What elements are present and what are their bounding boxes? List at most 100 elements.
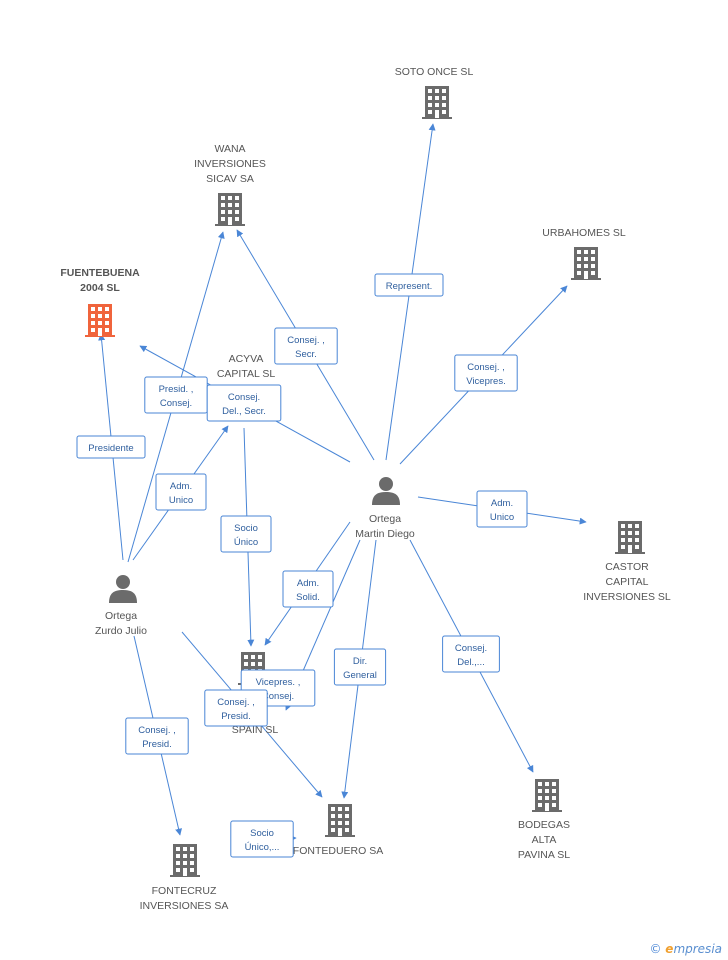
edge-label-e15[interactable]: Consej. , Presid. — [125, 717, 189, 755]
edge-label-box — [442, 635, 500, 673]
edge-label-e14[interactable]: Consej. Del.,... — [442, 635, 500, 673]
building-icon — [532, 779, 562, 812]
building-icon — [571, 247, 601, 280]
edge-label-box — [230, 820, 294, 858]
edge-label-box — [374, 273, 444, 297]
edge-label-text: Adm. — [170, 481, 192, 492]
node-label: INVERSIONES — [194, 158, 266, 170]
node-label: SICAV SA — [206, 173, 254, 185]
edge-label-text: Consej. — [160, 398, 192, 409]
node-wana[interactable]: WANA INVERSIONES SICAV SA — [194, 143, 266, 226]
edge-label-text: Único — [234, 537, 258, 548]
node-label: ACYVA — [229, 353, 264, 365]
edge-label-text: Adm. — [297, 578, 319, 589]
node-label: BODEGAS — [518, 819, 570, 831]
edge-label-text: Del.,... — [457, 657, 484, 668]
edge-label-text: Presid. — [142, 739, 172, 750]
edge-label-e16[interactable]: SocioÚnico,... — [230, 820, 294, 858]
node-label: ALTA — [532, 834, 557, 846]
edge-label-e12[interactable]: Consej. ,Presid. — [204, 689, 268, 727]
copyright-icon: © — [649, 942, 662, 956]
node-label: INVERSIONES SL — [583, 591, 671, 603]
edge-label-text: Vicepres. , — [256, 677, 301, 688]
edge-label-box — [204, 689, 268, 727]
building-icon — [85, 304, 115, 337]
building-icon — [615, 521, 645, 554]
edge-label-box — [206, 384, 282, 422]
edge-label-text: Del., Secr. — [222, 406, 266, 417]
node-label: FUENTEBUENA — [60, 267, 140, 279]
node-label: SOTO ONCE SL — [395, 66, 474, 78]
edge-label-e8[interactable]: Adm. Unico — [476, 490, 528, 528]
node-label: INVERSIONES SA — [140, 900, 229, 912]
node-label: URBAHOMES SL — [542, 227, 626, 239]
edge-label-box — [274, 327, 338, 365]
edge-label-box — [476, 490, 528, 528]
node-label: PAVINA SL — [518, 849, 570, 861]
edge-label-e6[interactable]: Represent. — [374, 273, 444, 297]
node-label: FONTEDUERO SA — [293, 845, 383, 857]
edge-label-e4[interactable]: Consej. Del., Secr. — [206, 384, 282, 422]
node-castor[interactable]: CASTOR CAPITAL INVERSIONES SL — [583, 521, 671, 603]
node-label: CASTOR — [605, 561, 649, 573]
edge-label-text: Socio — [250, 828, 274, 839]
edge-label-e1[interactable]: Presidente — [76, 435, 146, 459]
node-label: Ortega — [105, 610, 137, 622]
edge-label-e10[interactable]: Adm. Solid. — [282, 570, 334, 608]
edge-label-text: Consej. , — [138, 725, 176, 736]
edge-label-text: Único,... — [245, 842, 280, 853]
edge-label-text: Unico — [490, 512, 514, 523]
node-label: Martin Diego — [355, 528, 415, 540]
edge-label-box — [220, 515, 272, 553]
edge-label-text: Presid. — [221, 711, 251, 722]
edge-label-text: Solid. — [296, 592, 320, 603]
building-icon — [325, 804, 355, 837]
edge-label-text: Consej. — [262, 691, 294, 702]
node-label: CAPITAL — [606, 576, 649, 588]
edge-label-text: General — [343, 670, 377, 681]
edge-label-text: Consej. , — [287, 335, 325, 346]
edge-label-text: Consej. — [228, 392, 260, 403]
node-label: WANA — [214, 143, 245, 155]
edge-label-text: Consej. — [455, 643, 487, 654]
edge-label-text: Represent. — [386, 281, 432, 292]
edge-label-e7[interactable]: Consej. ,Vicepres. — [454, 354, 518, 392]
node-urbahomes[interactable]: URBAHOMES SL — [542, 227, 626, 280]
edge-label-box — [155, 473, 207, 511]
node-label: Zurdo Julio — [95, 625, 147, 637]
edge-label-e2[interactable]: Presid. , Consej. — [144, 376, 208, 414]
edge-label-box — [282, 570, 334, 608]
node-label: FONTECRUZ — [152, 885, 217, 897]
edge-label-e3[interactable]: Adm.Unico — [155, 473, 207, 511]
building-icon — [422, 86, 452, 119]
brand-logo[interactable]: empresia — [665, 942, 722, 956]
edge-label-e13[interactable]: Dir.General — [333, 648, 387, 686]
building-icon — [215, 193, 245, 226]
node-acyva[interactable]: ACYVA CAPITAL SL — [217, 353, 276, 380]
edge-label-e5[interactable]: Consej. , Secr. — [274, 327, 338, 365]
edge-label-box — [454, 354, 518, 392]
building-icon — [170, 844, 200, 877]
node-label: CAPITAL SL — [217, 368, 276, 380]
node-soto[interactable]: SOTO ONCE SL — [395, 66, 474, 119]
brand-footer: © empresia — [649, 942, 722, 956]
node-bodegas[interactable]: BODEGAS ALTA PAVINA SL — [518, 779, 570, 861]
node-label: SPAIN SL — [232, 724, 279, 736]
person-icon — [372, 477, 400, 505]
edge-label-text: Adm. — [491, 498, 513, 509]
node-fontecruz[interactable]: FONTECRUZ INVERSIONES SA — [140, 844, 229, 912]
edge-label-text: Socio — [234, 523, 258, 534]
edge-label-box — [333, 648, 387, 686]
node-fonteduero[interactable]: FONTEDUERO SA — [293, 804, 383, 857]
person-icon — [109, 575, 137, 603]
edge-label-text: Presid. , — [159, 384, 194, 395]
edge-label-text: Secr. — [295, 349, 317, 360]
edge-label-text: Vicepres. — [466, 376, 505, 387]
